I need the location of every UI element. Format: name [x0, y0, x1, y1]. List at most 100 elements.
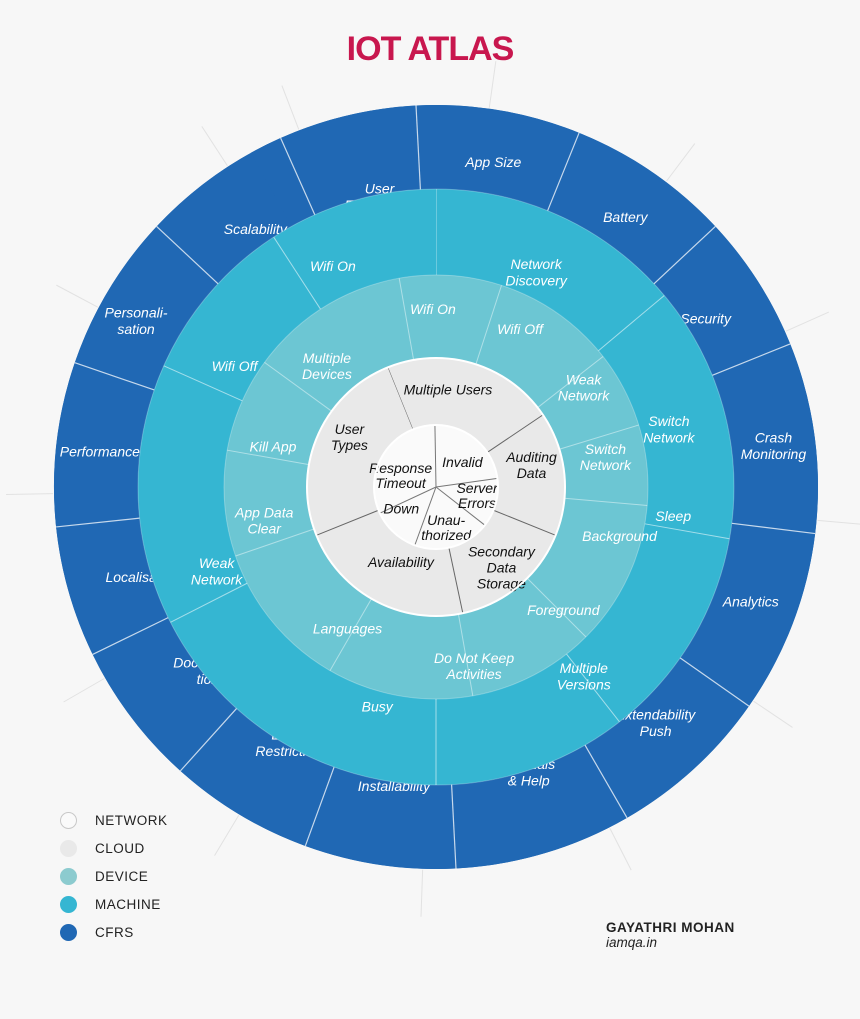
legend-swatch-device — [60, 867, 77, 885]
guide-line — [63, 678, 105, 703]
divider-cfrs — [731, 522, 816, 535]
divider-device — [227, 449, 310, 466]
divider-cloud — [493, 509, 556, 536]
label-cfrs-personalisation: Personali-sation — [104, 305, 167, 338]
divider-cfrs — [547, 132, 580, 211]
legend-item-device: DEVICE — [60, 862, 168, 890]
divider-machine — [170, 582, 248, 623]
segment-network-response-timeout — [374, 448, 436, 514]
divider-cfrs — [92, 617, 169, 655]
segment-network-invalid — [434, 425, 498, 487]
legend-label-device: DEVICE — [95, 868, 149, 884]
divider-device — [526, 577, 587, 638]
legend-item-cfrs: CFRS — [60, 918, 168, 946]
label-cfrs-battery: Battery — [603, 209, 648, 225]
label-cloud-availability: Availability — [367, 554, 435, 570]
divider-cloud — [316, 509, 379, 536]
label-cloud-multiple-users: Multiple Users — [404, 382, 493, 398]
label-device-kill-app: Kill App — [250, 438, 297, 454]
divider-cfrs — [712, 343, 791, 376]
divider-network — [435, 486, 486, 526]
segment-network-down — [379, 487, 436, 546]
divider-cfrs — [56, 517, 140, 528]
label-device-wifi-off: Wifi Off — [497, 321, 545, 337]
segment-network-unauthorized — [414, 487, 485, 549]
guide-line — [201, 126, 228, 167]
label-cfrs-performance: Performance — [60, 444, 140, 460]
label-machine-wifi-off: Wifi Off — [212, 358, 260, 374]
legend-item-network: NETWORK — [60, 806, 168, 834]
ring-separator — [137, 188, 735, 786]
ring-separator — [223, 274, 649, 700]
divider-device — [537, 356, 604, 408]
legend-label-network: NETWORK — [95, 812, 168, 828]
divider-device — [475, 285, 502, 365]
label-cfrs-app-size: App Size — [464, 154, 521, 170]
segment-cloud-auditing-data — [436, 414, 565, 536]
guide-line — [281, 85, 300, 130]
ring-separator — [373, 424, 499, 550]
divider-cfrs — [304, 766, 335, 847]
divider-device — [264, 361, 332, 412]
divider-network — [435, 477, 498, 488]
legend-label-cfrs: CFRS — [95, 924, 134, 940]
divider-cfrs — [415, 105, 422, 190]
label-device-background: Background — [582, 528, 658, 544]
divider-cfrs — [280, 137, 316, 216]
guide-line — [214, 815, 240, 856]
divider-cfrs — [584, 744, 628, 819]
divider-cfrs — [679, 657, 750, 707]
divider-device — [559, 424, 639, 450]
guide-line — [420, 869, 424, 917]
label-network-unauthorized: Unau-thorized — [421, 512, 472, 543]
divider-machine — [644, 523, 730, 540]
guide-line — [817, 519, 860, 525]
guide-line — [753, 700, 793, 728]
ring-separator — [306, 357, 566, 617]
divider-cfrs — [450, 784, 457, 869]
divider-machine — [163, 365, 243, 402]
label-machine-busy: Busy — [362, 698, 394, 714]
divider-network — [414, 486, 437, 546]
label-cfrs-scalability: Scalability — [224, 221, 288, 237]
radial-guide-lines — [6, 61, 860, 917]
label-machine-wifi-on: Wifi On — [310, 258, 356, 274]
legend-swatch-network — [60, 811, 77, 829]
divider-network — [379, 486, 437, 514]
divider-cfrs — [653, 226, 716, 285]
divider-cfrs — [74, 362, 155, 391]
label-device-languages: Languages — [313, 621, 382, 637]
label-network-invalid: Invalid — [442, 454, 484, 470]
legend-swatch-machine — [60, 895, 77, 913]
legend-item-cloud: CLOUD — [60, 834, 168, 862]
legend-swatch-cloud — [60, 839, 77, 857]
divider-device — [398, 278, 415, 361]
divider-device — [329, 598, 372, 671]
author-credit: GAYATHRI MOHAN iamqa.in — [606, 920, 735, 950]
segment-network-server-errors — [436, 478, 498, 526]
guide-line — [609, 828, 632, 871]
label-cfrs-analytics: Analytics — [722, 594, 779, 610]
label-device-foreground: Foreground — [527, 602, 601, 618]
label-machine-sleep: Sleep — [655, 508, 691, 524]
guide-line — [488, 61, 497, 108]
divider-cfrs — [179, 708, 238, 772]
guide-line — [785, 311, 830, 332]
divider-machine — [566, 653, 620, 723]
